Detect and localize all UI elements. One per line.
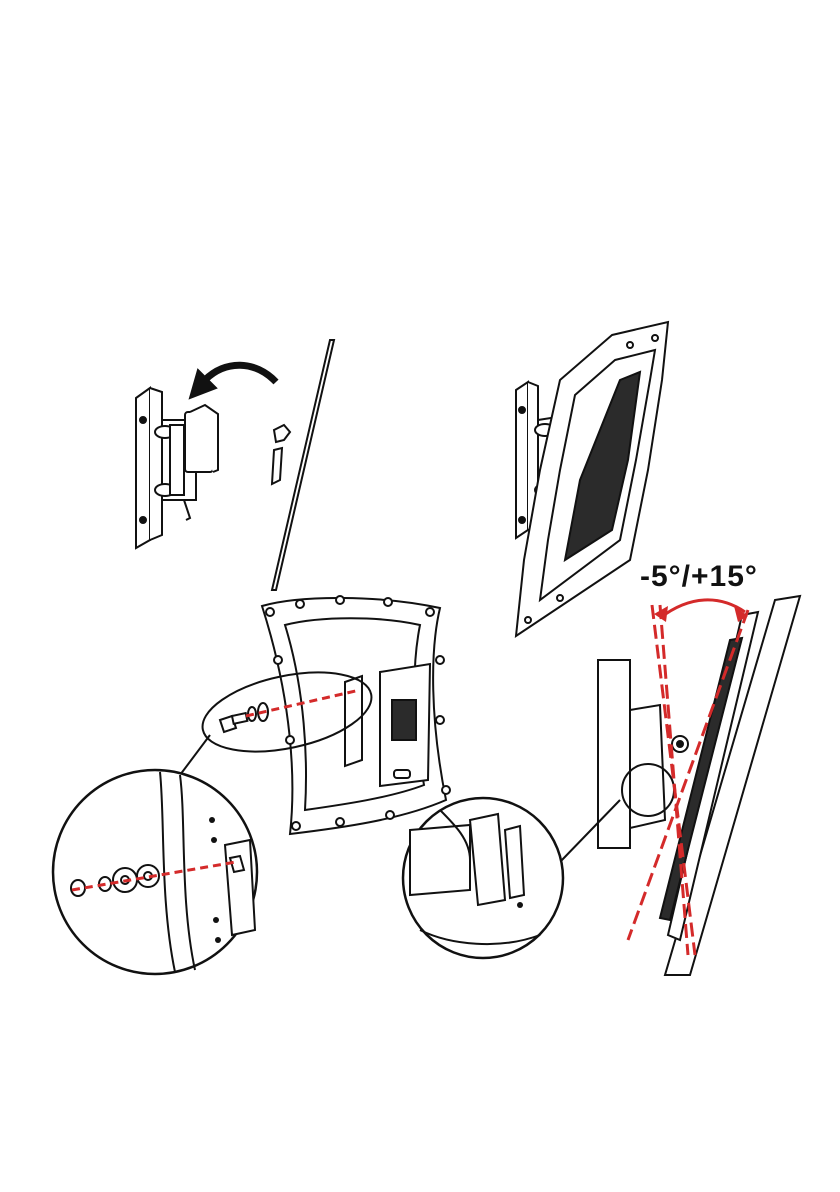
panel-tilt bbox=[598, 596, 800, 975]
panel-plate-front bbox=[262, 596, 450, 834]
wall-block bbox=[598, 660, 630, 848]
detail-circle-bolt bbox=[53, 770, 257, 974]
panel-hang-plate bbox=[136, 388, 218, 548]
bolt-washer-icon bbox=[220, 703, 268, 732]
detail-circle-tilt bbox=[403, 798, 563, 958]
curved-arrow-icon bbox=[205, 365, 276, 382]
tv-plate-edge bbox=[272, 340, 334, 590]
tilt-range-label: -5°/+15° bbox=[640, 560, 758, 594]
